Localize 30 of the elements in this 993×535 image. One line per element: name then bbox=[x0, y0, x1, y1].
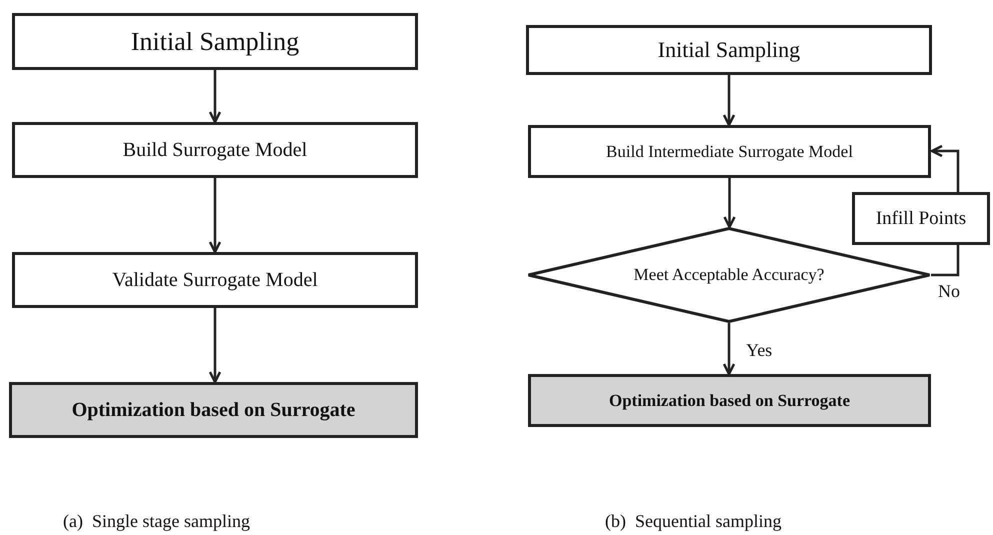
arrow bbox=[931, 245, 960, 276]
terminal-box bbox=[9, 382, 418, 438]
node-text: Initial Sampling bbox=[130, 26, 300, 56]
arrow bbox=[722, 323, 736, 376]
process-box bbox=[852, 192, 990, 245]
figure-caption: (b) Sequential sampling bbox=[605, 511, 782, 532]
node-text: Meet Acceptable Accuracy? bbox=[634, 265, 824, 285]
edge-label: Yes bbox=[746, 341, 772, 359]
node-text: Optimization based on Surrogate bbox=[608, 390, 850, 410]
node-text: Optimization based on Surrogate bbox=[72, 398, 356, 422]
terminal-box bbox=[528, 374, 931, 427]
decision-diamond bbox=[527, 227, 931, 323]
node-text: Build Intermediate Surrogate Model bbox=[606, 142, 853, 162]
node-text: Validate Surrogate Model bbox=[112, 268, 318, 292]
process-box bbox=[526, 25, 932, 75]
arrow bbox=[723, 178, 736, 228]
arrow bbox=[208, 70, 222, 124]
process-box bbox=[528, 125, 931, 178]
arrow bbox=[930, 144, 960, 192]
arrow bbox=[208, 308, 222, 384]
process-box bbox=[12, 13, 418, 70]
figure-caption: (a) Single stage sampling bbox=[63, 511, 250, 532]
node-text: Infill Points bbox=[876, 208, 966, 230]
arrow bbox=[722, 75, 736, 126]
process-box bbox=[12, 122, 418, 178]
node-text: Build Surrogate Model bbox=[122, 138, 308, 162]
arrow bbox=[208, 178, 222, 254]
process-box bbox=[12, 252, 418, 308]
edge-label: No bbox=[938, 282, 960, 300]
node-text: Initial Sampling bbox=[658, 37, 800, 63]
